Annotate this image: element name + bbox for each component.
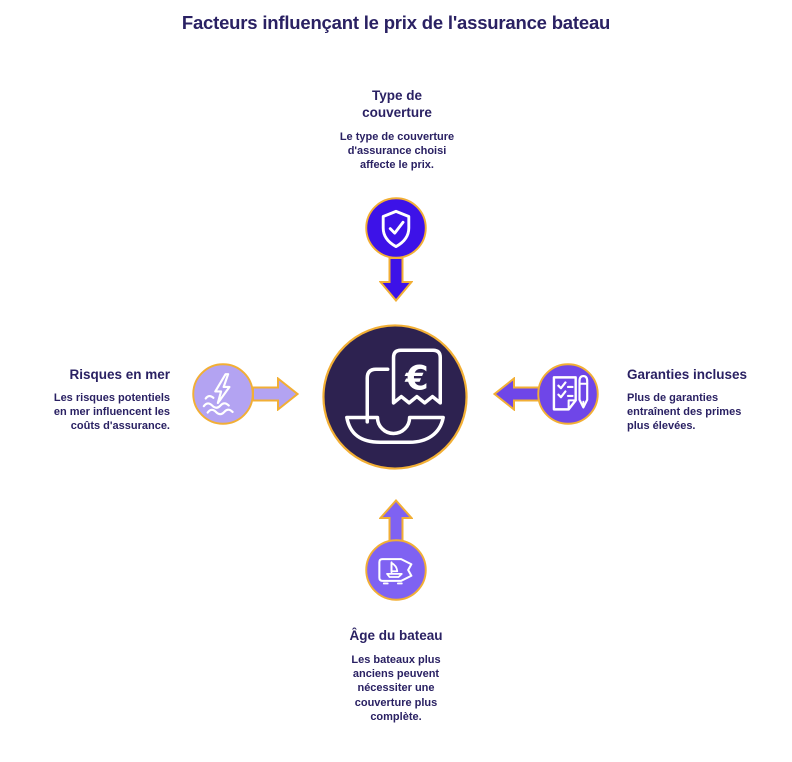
factor-left-body: Les risques potentiels en mer influencen…: [53, 391, 170, 433]
factor-top-text: Type de couverture Le type de couverture…: [297, 88, 497, 173]
shield-check-icon: [365, 197, 427, 259]
factor-top-heading: Type de couverture: [362, 88, 432, 120]
arrow-left: [493, 377, 540, 411]
factor-right-heading: Garanties incluses: [627, 367, 748, 382]
factor-bottom-text: Âge du bateau Les bateaux plus anciens p…: [306, 628, 486, 724]
storm-waves-icon: [192, 363, 254, 425]
arrow-up: [379, 499, 413, 542]
hub-boat-invoice-icon: €: [322, 324, 468, 470]
euro-symbol: €: [404, 359, 428, 398]
factor-bottom-heading: Âge du bateau: [349, 628, 443, 643]
factor-left-text: Risques en mer Les risques potentiels en…: [10, 367, 170, 434]
arrow-down: [379, 257, 413, 302]
boat-price-tag-icon: [365, 539, 427, 601]
arrow-right: [252, 377, 299, 411]
factor-right-text: Garanties incluses Plus de garanties ent…: [627, 367, 787, 434]
factor-bottom-body: Les bateaux plus anciens peuvent nécessi…: [351, 653, 441, 724]
page-title: Facteurs influençant le prix de l'assura…: [181, 12, 611, 34]
factor-right-body: Plus de garanties entraînent des primes …: [627, 391, 742, 433]
checklist-pen-icon: [537, 363, 599, 425]
factor-left-heading: Risques en mer: [69, 367, 170, 382]
factor-top-body: Le type de couverture d'assurance choisi…: [339, 130, 455, 172]
